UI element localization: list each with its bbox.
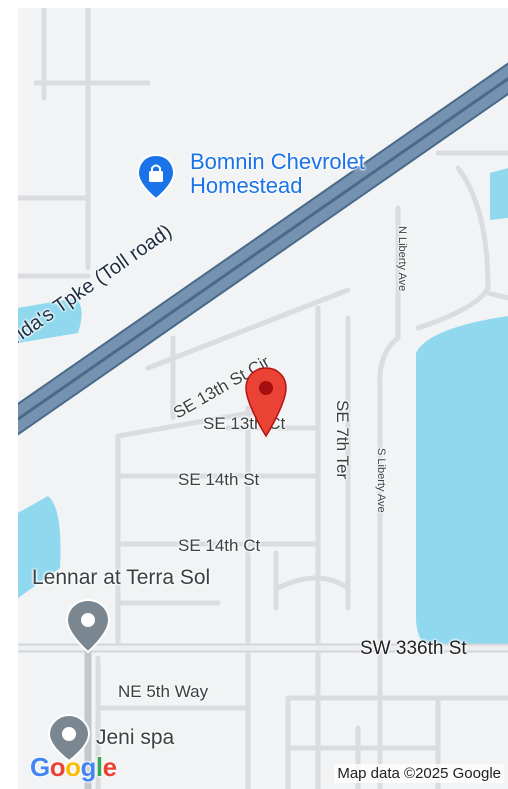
water-body-right-large xyxy=(416,316,508,648)
se-7th-ter-label: SE 7th Ter xyxy=(333,400,352,480)
se-14th-ct-label: SE 14th Ct xyxy=(178,536,261,555)
logo-letter-g2: g xyxy=(80,752,97,782)
water-body-right-top xyxy=(490,168,508,220)
water-body-left-top xyxy=(18,298,82,343)
logo-letter-e: e xyxy=(102,752,117,782)
location-marker-icon xyxy=(65,598,111,654)
dealer-name-line2[interactable]: Homestead xyxy=(190,173,303,198)
ne-5th-way-label: NE 5th Way xyxy=(118,682,209,701)
lennar-label[interactable]: Lennar at Terra Sol xyxy=(32,566,211,589)
logo-letter-o1: o xyxy=(49,752,66,782)
se-14th-st-label: SE 14th St xyxy=(178,470,260,489)
jeni-spa-label[interactable]: Jeni spa xyxy=(96,726,175,749)
logo-letter-o2: o xyxy=(65,752,81,782)
water-body-left-bottom xyxy=(18,496,61,598)
logo-letter-l: l xyxy=(95,752,103,782)
sw-336th-st-label: SW 336th St xyxy=(360,638,467,659)
n-liberty-ave-label: N Liberty Ave xyxy=(396,226,408,292)
map-canvas[interactable]: Florida's Tpke (Toll road) SE 13th St Ci… xyxy=(18,8,508,789)
location-marker-icon xyxy=(47,713,91,763)
map-attribution[interactable]: Map data ©2025 Google xyxy=(334,764,504,783)
shopping-bag-icon xyxy=(136,153,176,201)
dealer-name-line1[interactable]: Bomnin Chevrolet xyxy=(190,149,365,174)
map-base xyxy=(18,8,508,789)
map-pin-icon xyxy=(245,367,287,438)
turnpike-road xyxy=(18,62,508,436)
s-liberty-ave-label: S Liberty Ave xyxy=(375,448,387,513)
local-roads xyxy=(18,8,508,789)
logo-letter-g1: G xyxy=(30,752,50,782)
google-logo: Google xyxy=(30,752,117,783)
